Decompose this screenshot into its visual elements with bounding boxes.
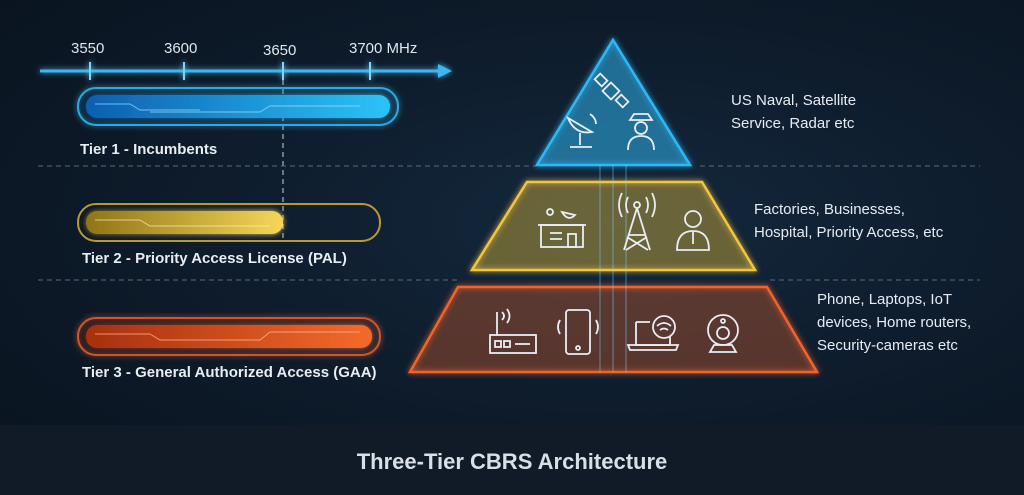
tick-label-3550: 3550 <box>71 40 105 57</box>
tier2-description: Factories, Businesses, Hospital, Priorit… <box>754 198 943 244</box>
satellite-icon <box>593 72 630 109</box>
tier3-label: Tier 3 - General Authorized Access (GAA) <box>82 364 377 381</box>
tier1-band-bar <box>77 87 399 126</box>
frequency-axis <box>40 62 452 80</box>
businessman-icon <box>676 210 710 251</box>
tick-label-3700: 3700 MHz <box>349 40 418 57</box>
tier3-description-line: Security-cameras etc <box>817 337 958 354</box>
footer-band <box>0 425 1024 495</box>
officer-icon <box>627 113 655 151</box>
tick-label-3650: 3650 <box>263 42 297 59</box>
cell-tower-icon <box>618 192 656 251</box>
tick-label-3600: 3600 <box>164 40 198 57</box>
tier3-band-bar <box>77 317 381 356</box>
smartphone-icon <box>557 309 599 355</box>
tier3-description-line: devices, Home routers, <box>817 314 972 331</box>
tier2-description-line: Hospital, Priority Access, etc <box>754 224 944 241</box>
pyramid <box>407 37 820 374</box>
building-icon <box>538 208 586 248</box>
tier3-description: Phone, Laptops, IoT devices, Home router… <box>817 288 971 357</box>
router-icon <box>489 308 537 354</box>
tier2-description-line: Factories, Businesses, <box>754 201 905 218</box>
laptop-wifi-icon <box>626 315 680 351</box>
tier3-description-line: Phone, Laptops, IoT <box>817 291 953 308</box>
tier2-label: Tier 2 - Priority Access License (PAL) <box>82 250 347 267</box>
security-camera-icon <box>707 314 739 353</box>
tier1-description-line: US Naval, Satellite <box>731 92 857 109</box>
satellite-dish-icon <box>566 113 597 148</box>
pyramid-tier1 <box>534 37 693 167</box>
tier1-label: Tier 1 - Incumbents <box>80 141 218 158</box>
diagram-title: Three-Tier CBRS Architecture <box>356 449 668 474</box>
tier1-description: US Naval, Satellite Service, Radar etc <box>731 89 856 135</box>
tier1-description-line: Service, Radar etc <box>731 115 855 132</box>
tier2-band-bar <box>77 203 381 242</box>
